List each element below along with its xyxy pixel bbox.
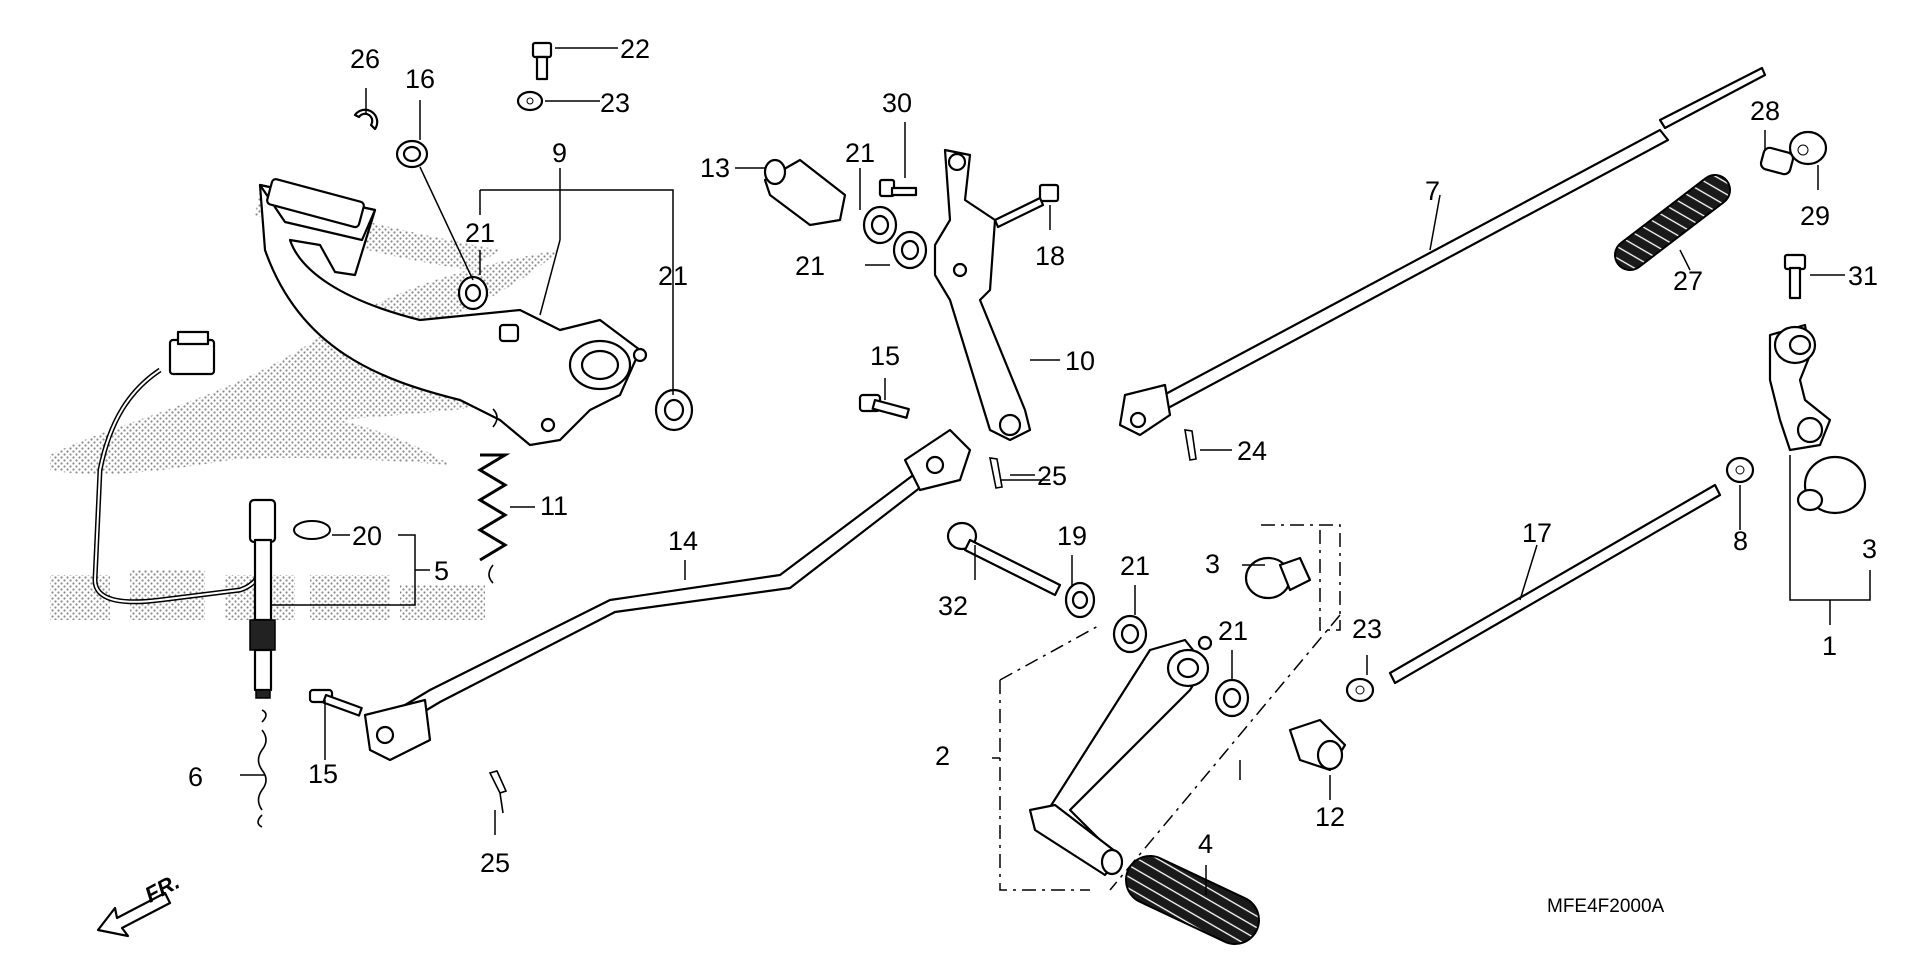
callout-29: 29 [1800,201,1830,231]
callout-1: 1 [1822,631,1837,661]
callout-21b: 21 [658,261,688,291]
pedal-hardware [353,41,694,432]
callout-21a: 21 [465,218,495,248]
callout-25b: 25 [480,848,510,878]
callout-15a: 15 [870,341,900,371]
switch-spring[interactable] [257,709,267,828]
callout-23a: 23 [600,88,630,118]
nut-23-lower[interactable] [1345,677,1375,703]
callout-10: 10 [1065,346,1095,376]
callout-11: 11 [540,491,568,521]
callout-8: 8 [1733,526,1748,556]
dust-seal-lower[interactable] [654,388,694,432]
callout-9: 9 [552,138,567,168]
callout-21f: 21 [1218,616,1248,646]
honda-wing-watermark [50,190,575,620]
snap-ring[interactable] [353,108,379,131]
gearshift-arm[interactable] [933,148,1032,442]
callout-18: 18 [1035,241,1065,271]
callout-22: 22 [620,34,650,64]
callout-21e: 21 [1120,551,1150,581]
bolt-22[interactable] [531,41,553,81]
nut-23-top[interactable] [516,90,544,112]
joint-pin-upper[interactable] [858,393,910,419]
cotter-pin-upper[interactable] [988,457,1003,489]
callout-labels: 1 2 3 3 4 5 6 7 8 9 10 11 12 13 14 15 15… [188,34,1878,878]
callout-2: 2 [935,741,950,771]
collar-21-right[interactable] [1214,678,1250,718]
callout-32: 32 [938,591,968,621]
callout-26: 26 [350,44,380,74]
rear-brake-switch[interactable] [92,330,331,699]
collar-28[interactable] [1759,146,1795,176]
callout-12: 12 [1315,802,1345,832]
assembly-outline-2 [999,524,1341,891]
shift-arm-bolt[interactable] [1783,253,1807,300]
nut-8[interactable] [1725,456,1755,484]
shift-pedal-rubber[interactable] [1125,855,1260,945]
callout-14: 14 [668,526,698,556]
rod-end-3[interactable] [1244,556,1312,600]
diagram-code: MFE4F2000A [1547,896,1665,917]
bolt-32[interactable] [946,521,1062,597]
callout-23b: 23 [1352,614,1382,644]
bolt-18[interactable] [993,183,1060,229]
pivot-washer-2[interactable] [892,230,928,270]
pedal-washer[interactable] [395,139,429,169]
collar-21-lower[interactable] [1112,614,1148,654]
cotter-pin-24[interactable] [1184,429,1197,461]
callout-19: 19 [1057,521,1087,551]
callout-25a: 25 [1037,461,1067,491]
callout-3a: 3 [1205,549,1220,579]
leader-lines [240,47,1871,895]
shift-boot-spring[interactable] [1614,174,1731,271]
callout-15b: 15 [308,759,338,789]
nut-29[interactable] [1788,130,1828,166]
callout-16: 16 [405,64,435,94]
callout-28: 28 [1750,96,1780,126]
gearshift-pedal[interactable] [1028,635,1213,877]
callout-17: 17 [1522,518,1552,548]
switch-o-ring [293,520,331,540]
dust-seal-upper[interactable] [457,275,489,311]
shift-tie-rod[interactable] [1118,66,1767,437]
callout-24: 24 [1237,436,1267,466]
washer-19[interactable] [1064,581,1096,619]
pivot-bolt[interactable] [763,158,847,227]
honda-wordmark [50,570,485,620]
callout-31: 31 [1848,261,1878,291]
ball-joint[interactable] [1796,455,1867,515]
shift-arm-assembly[interactable] [1768,323,1832,452]
brake-return-spring[interactable] [477,408,511,584]
callout-7: 7 [1425,176,1440,206]
callout-30: 30 [882,88,912,118]
callout-27: 27 [1673,266,1703,296]
pivot-washer-1[interactable] [862,205,898,245]
cotter-pin-lower[interactable] [488,770,508,814]
callout-21c: 21 [845,138,875,168]
callout-13: 13 [700,153,730,183]
callout-3b: 3 [1862,534,1877,564]
callout-20: 20 [352,521,382,551]
brake-rod[interactable] [363,428,972,762]
front-direction-indicator: FR. [96,869,184,938]
joint-pin-lower[interactable] [308,688,363,717]
callout-5: 5 [434,556,449,586]
callout-4: 4 [1198,829,1213,859]
callout-21d: 21 [795,251,825,281]
shift-rod[interactable] [1388,483,1722,685]
collar-12[interactable] [1288,718,1347,772]
bolt-30[interactable] [878,178,918,198]
callout-6: 6 [188,762,203,792]
brake-pedal[interactable] [258,178,648,447]
